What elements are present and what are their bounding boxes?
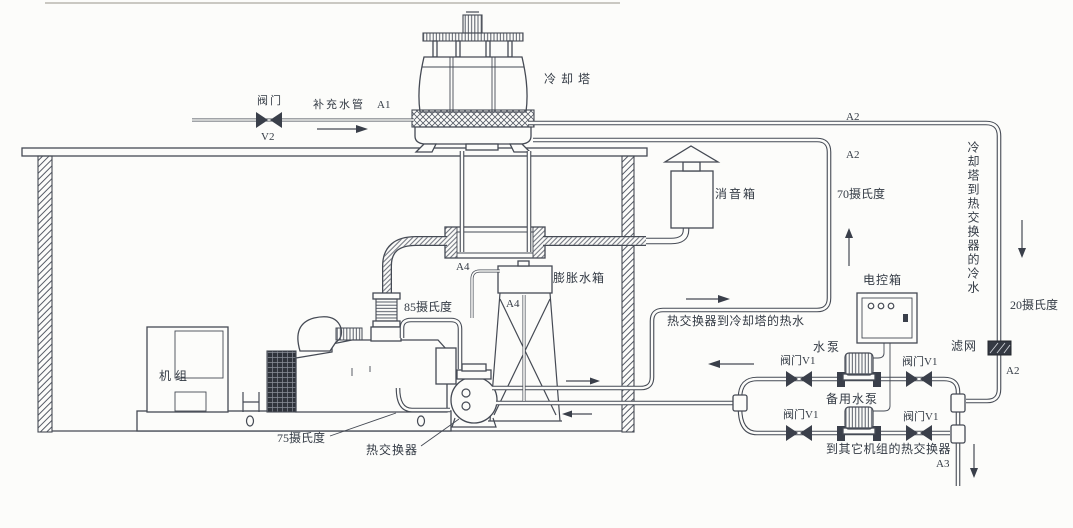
pipe-tees [732, 393, 966, 444]
genset-cabinet [146, 326, 229, 413]
leader-line [329, 412, 397, 437]
pump-wire [873, 343, 891, 412]
label-a2-top: A2 [846, 111, 860, 123]
radiator-grille [266, 350, 297, 413]
label-makeup-pipe: 补充水管 [313, 99, 365, 111]
tower-fan-motor-icon [462, 14, 483, 34]
label-muffler: 消音箱 [715, 187, 758, 201]
label-a4-pipe: A4 [456, 261, 470, 273]
label-valve-v1-top-left: 阀门V1 [780, 355, 816, 367]
label-temp-75: 75摄氏度 [277, 431, 326, 445]
tower-fill-band [411, 109, 535, 128]
cooling-tower [411, 11, 535, 153]
label-heat-exchanger: 热交换器 [366, 443, 419, 457]
main-pump-icon [844, 352, 874, 376]
label-temp-70: 70摄氏度 [837, 187, 886, 201]
label-a2-riser: A2 [846, 149, 860, 161]
label-valve-v1-top-right: 阀门V1 [902, 356, 938, 368]
label-makeup-valve: 阀门 [257, 95, 283, 107]
expansion-tank-assembly [488, 260, 562, 422]
label-strainer: 滤网 [951, 339, 978, 353]
label-cooling-tower: 冷却塔 [544, 72, 596, 86]
label-pump: 水泵 [813, 340, 842, 354]
label-v2: V2 [261, 131, 275, 143]
label-temp-20: 20摄氏度 [1010, 298, 1059, 312]
genset [136, 316, 457, 432]
label-a1: A1 [377, 99, 391, 111]
strainer-fitting [987, 340, 1012, 356]
heat-exchanger-unit [450, 363, 498, 428]
label-cold-water-flow: 冷却塔到热交换器的冷水 [966, 141, 980, 295]
label-hot-water-flow: 热交换器到冷却塔的热水 [667, 314, 805, 328]
label-a4-tank: A4 [506, 298, 520, 310]
label-valve-v1-bottom-right: 阀门V1 [903, 411, 939, 423]
backup-pump-icon [844, 406, 874, 430]
exhaust-piping [370, 241, 646, 342]
pump-wire [873, 343, 885, 359]
makeup-valve-icon [256, 112, 268, 128]
scan-artifact [45, 2, 620, 4]
valves [256, 112, 932, 441]
muffler-box [646, 145, 721, 241]
makeup-valve-icon [270, 112, 282, 128]
pump-station [837, 352, 881, 441]
label-genset: 机组 [159, 369, 192, 383]
label-valve-v1-bottom-left: 阀门V1 [783, 409, 819, 421]
leader-line [420, 418, 460, 447]
label-to-other-units: 到其它机组的热交换器 [826, 442, 952, 456]
label-a3: A3 [936, 458, 950, 470]
exhaust-bellows [375, 298, 398, 322]
control-box [856, 292, 918, 412]
label-backup-pump: 备用水泵 [826, 392, 879, 406]
label-control-box: 电控箱 [863, 273, 903, 287]
label-expansion-tank: 膨胀水箱 [553, 271, 606, 285]
rain-cap-icon [662, 145, 721, 163]
label-temp-85: 85摄氏度 [404, 300, 453, 314]
label-a2-cold: A2 [1006, 365, 1020, 377]
flow-arrows [317, 125, 1026, 478]
